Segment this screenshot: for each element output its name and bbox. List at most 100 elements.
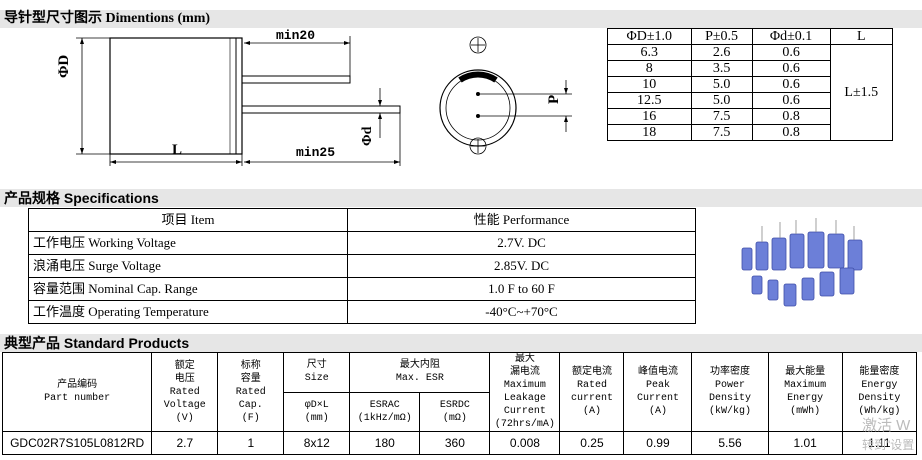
header-text: Rated bbox=[576, 380, 607, 391]
table-row: 16 7.5 0.8 bbox=[607, 108, 893, 125]
header-text: Power bbox=[715, 380, 746, 391]
table-cell: 12.5 bbox=[607, 92, 692, 109]
header-text: (72hrs/mA) bbox=[494, 419, 555, 430]
header-text: φD×L bbox=[304, 399, 329, 411]
table-cell: 0.8 bbox=[751, 124, 831, 141]
header-text: 标称 bbox=[240, 360, 261, 372]
label-min20: min20 bbox=[276, 28, 316, 43]
table-cell: 1 bbox=[217, 431, 285, 455]
header-text: 最大 bbox=[514, 354, 535, 365]
table-cell: 0.6 bbox=[751, 60, 831, 77]
table-header: Φd±0.1 bbox=[751, 28, 831, 45]
table-cell: 0.6 bbox=[751, 92, 831, 109]
table-row: 浪涌电压 Surge Voltage 2.85V. DC bbox=[28, 254, 696, 278]
header-text: Density bbox=[709, 393, 752, 404]
section-title-products: 典型产品 Standard Products bbox=[4, 335, 190, 351]
header-power-density: 功率密度 Power Density (kW/kg) bbox=[691, 352, 769, 432]
table-cell: 16 bbox=[607, 108, 692, 125]
header-text: Energy bbox=[787, 393, 824, 404]
header-text: 尺寸 bbox=[306, 360, 327, 372]
table-cell: 2.7 bbox=[151, 431, 219, 455]
header-text: Density bbox=[858, 393, 901, 404]
table-row: 18 7.5 0.8 bbox=[607, 124, 893, 141]
table-row: 8 3.5 0.6 bbox=[607, 60, 893, 77]
header-text: ESRAC bbox=[369, 399, 400, 411]
header-text: (mWh) bbox=[790, 406, 821, 417]
header-text: 额定电流 bbox=[571, 367, 612, 378]
header-text: Current bbox=[636, 393, 679, 404]
table-cell: 10 bbox=[607, 76, 692, 93]
header-text: Size bbox=[304, 373, 329, 385]
table-header-row: 项目 Item 性能 Performance bbox=[28, 208, 696, 232]
header-size-sub: φD×L (mm) bbox=[283, 391, 351, 432]
table-cell: 2.6 bbox=[690, 44, 753, 61]
table-cell: 1.0 F to 60 F bbox=[347, 277, 696, 301]
section-title-specifications: 产品规格 Specifications bbox=[4, 190, 159, 206]
table-cell: 7.5 bbox=[690, 108, 753, 125]
header-size: 尺寸 Size bbox=[283, 352, 351, 393]
header-text: 能量密度 bbox=[859, 367, 900, 378]
header-text: ESRDC bbox=[439, 399, 470, 411]
table-cell: 5.0 bbox=[690, 76, 753, 93]
header-part-number: 产品编码 Part number bbox=[1, 352, 153, 432]
table-header-row: 产品编码 Part number 额定 电压 Rated Voltage (V)… bbox=[1, 352, 918, 432]
label-L: L bbox=[172, 142, 183, 158]
table-header: 项目 Item bbox=[28, 208, 348, 232]
plus-icon bbox=[469, 36, 487, 54]
header-energy-density: 能量密度 Energy Density (Wh/kg) bbox=[841, 352, 918, 432]
table-row: 10 5.0 0.6 bbox=[607, 76, 893, 93]
table-row: 工作温度 Operating Temperature -40°C~+70°C bbox=[28, 300, 696, 324]
product-photo bbox=[741, 218, 863, 307]
table-cell: 360 bbox=[419, 431, 491, 455]
header-text: Rated bbox=[235, 386, 266, 398]
capacitor-body bbox=[109, 37, 243, 155]
header-text: (1kHz/mΩ) bbox=[357, 412, 412, 424]
lead-short bbox=[241, 75, 351, 84]
table-cell: 1.01 bbox=[767, 431, 843, 455]
header-leakage-current: 最大 漏电流 Maximum Leakage Current (72hrs/mA… bbox=[489, 352, 561, 432]
l-tolerance-cell: L±1.5 bbox=[829, 44, 894, 141]
header-text: 最大能量 bbox=[785, 367, 826, 378]
header-text: Current bbox=[503, 406, 546, 417]
table-cell: 工作温度 Operating Temperature bbox=[28, 300, 348, 324]
header-text: current bbox=[570, 393, 613, 404]
header-text: 产品编码 bbox=[57, 380, 98, 391]
header-text: Maximum bbox=[503, 380, 546, 391]
section-bar-specifications bbox=[0, 189, 922, 207]
section-title-dimensions: 导针型尺寸图示 Dimentions (mm) bbox=[4, 11, 211, 26]
table-cell: 容量范围 Nominal Cap. Range bbox=[28, 277, 348, 301]
table-row: 6.3 2.6 0.6 L±1.5 bbox=[607, 44, 894, 141]
table-cell: 18 bbox=[607, 124, 692, 141]
header-text: Leakage bbox=[503, 393, 546, 404]
header-text: (mm) bbox=[304, 412, 329, 424]
header-text: (kW/kg) bbox=[709, 406, 752, 417]
table-cell: 0.25 bbox=[559, 431, 625, 455]
header-text: 容量 bbox=[240, 373, 261, 385]
table-cell: 8 bbox=[607, 60, 692, 77]
dimension-table: ΦD±1.0 P±0.5 Φd±0.1 L 6.3 2.6 0.6 L±1.5 … bbox=[607, 28, 894, 141]
header-text: Rated bbox=[169, 386, 200, 398]
label-min25: min25 bbox=[296, 145, 336, 160]
table-cell: 1.11 bbox=[841, 431, 918, 455]
header-text: Part number bbox=[44, 393, 111, 404]
specifications-table: 项目 Item 性能 Performance 工作电压 Working Volt… bbox=[28, 208, 696, 324]
header-rated-current: 额定电流 Rated current (A) bbox=[559, 352, 625, 432]
header-esrdc: ESRDC (mΩ) bbox=[419, 391, 491, 432]
table-cell: 8x12 bbox=[283, 431, 351, 455]
table-cell: -40°C~+70°C bbox=[347, 300, 696, 324]
table-cell: 180 bbox=[349, 431, 421, 455]
table-header-row: φD×L (mm) ESRAC (1kHz/mΩ) ESRDC (mΩ) bbox=[3, 391, 917, 432]
table-header: P±0.5 bbox=[690, 28, 753, 45]
header-text: Voltage bbox=[163, 399, 206, 411]
table-cell: 3.5 bbox=[690, 60, 753, 77]
table-row: GDC02R7S105L0812RD 2.7 1 8x12 180 360 0.… bbox=[1, 431, 918, 455]
table-header-row: ΦD±1.0 P±0.5 Φd±0.1 L bbox=[607, 28, 894, 45]
table-cell: 2.85V. DC bbox=[347, 254, 696, 278]
header-text: (A) bbox=[648, 406, 667, 417]
header-text: (A) bbox=[582, 406, 601, 417]
capacitor-top-view bbox=[439, 69, 517, 147]
section-bar-products bbox=[0, 334, 922, 352]
table-cell: GDC02R7S105L0812RD bbox=[1, 431, 153, 455]
table-cell: 7.5 bbox=[690, 124, 753, 141]
header-peak-current: 峰值电流 Peak Current (A) bbox=[623, 352, 693, 432]
